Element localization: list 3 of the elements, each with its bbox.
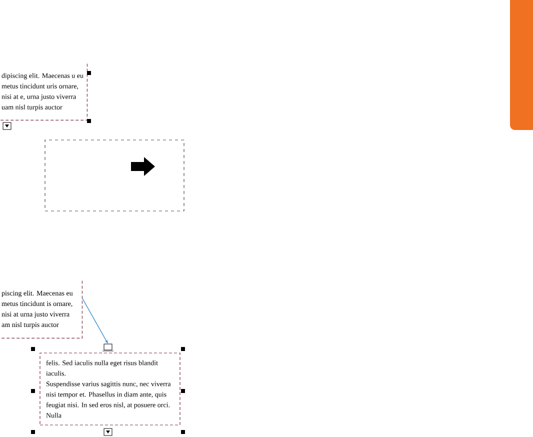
- empty-box: [44, 140, 184, 212]
- anchor-icon: [102, 344, 114, 352]
- side-tab: [510, 0, 533, 130]
